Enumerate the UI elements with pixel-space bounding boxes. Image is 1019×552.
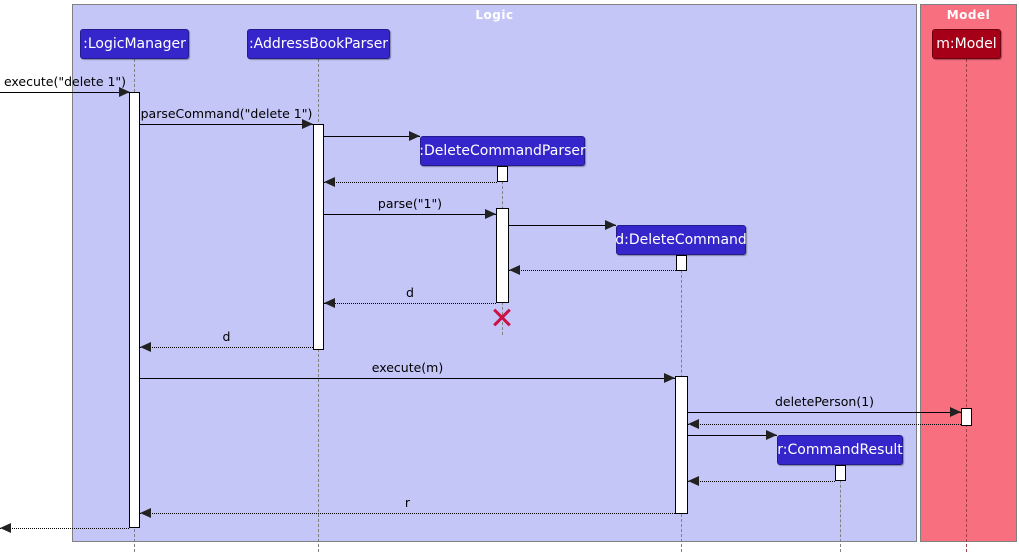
message-arrowhead-m5 xyxy=(485,209,496,219)
participant-deletecommandparser[interactable]: :DeleteCommandParser xyxy=(419,136,586,166)
message-arrowhead-m14 xyxy=(688,476,699,486)
message-line-m3 xyxy=(324,136,420,137)
message-line-m2 xyxy=(140,124,313,125)
message-line-m6 xyxy=(509,225,616,226)
message-arrowhead-m1 xyxy=(119,87,130,97)
message-label-m10: execute(m) xyxy=(371,360,444,375)
message-label-m2: parseCommand("delete 1") xyxy=(140,106,313,121)
message-label-m9: d xyxy=(222,329,231,344)
participant-commandresult[interactable]: r:CommandResult xyxy=(777,435,903,465)
message-arrowhead-m12 xyxy=(688,419,699,429)
message-line-m8 xyxy=(324,303,496,304)
message-label-m8: d xyxy=(406,285,414,300)
message-arrowhead-m8 xyxy=(324,298,335,308)
lifeline-model xyxy=(966,59,967,552)
destroy-deletecommandparser-icon xyxy=(491,306,513,328)
message-label-m15: r xyxy=(404,495,411,510)
participant-label-model: m:Model xyxy=(936,36,997,52)
message-label-m11: deletePerson(1) xyxy=(774,394,875,409)
act-deletecommandparser-parse xyxy=(496,208,509,303)
participant-label-deletecommand: d:DeleteCommand xyxy=(615,232,747,248)
message-line-m16 xyxy=(0,528,129,529)
message-line-m5 xyxy=(324,214,496,215)
message-line-m11 xyxy=(688,412,961,413)
message-label-m5: parse("1") xyxy=(377,196,443,211)
message-line-m12 xyxy=(688,424,961,425)
message-arrowhead-m10 xyxy=(664,373,675,383)
act-model-deleteperson xyxy=(961,408,972,426)
message-arrowhead-m11 xyxy=(950,407,961,417)
participant-label-commandresult: r:CommandResult xyxy=(777,442,903,458)
panel-logic: Logic xyxy=(72,4,917,542)
act-deletecommandparser-create xyxy=(497,166,508,182)
message-line-m9 xyxy=(140,347,313,348)
message-arrowhead-m16 xyxy=(0,523,11,533)
act-addressbookparser xyxy=(313,124,324,350)
message-arrowhead-m15 xyxy=(140,508,151,518)
message-arrowhead-m7 xyxy=(509,265,520,275)
message-line-m13 xyxy=(688,435,777,436)
panel-title-model: Model xyxy=(946,8,991,22)
participant-logicmanager[interactable]: :LogicManager xyxy=(80,29,189,59)
participant-addressbookparser[interactable]: :AddressBookParser xyxy=(247,29,390,59)
message-arrowhead-m4 xyxy=(324,177,335,187)
message-arrowhead-m6 xyxy=(605,220,616,230)
message-line-m14 xyxy=(688,481,835,482)
participant-deletecommand[interactable]: d:DeleteCommand xyxy=(615,225,747,255)
message-arrowhead-m9 xyxy=(140,342,151,352)
message-arrowhead-m3 xyxy=(409,131,420,141)
panel-title-logic: Logic xyxy=(475,8,514,22)
message-line-m10 xyxy=(140,378,675,379)
message-line-m1 xyxy=(0,92,130,93)
participant-label-logicmanager: :LogicManager xyxy=(83,36,186,52)
panel-model: Model xyxy=(920,4,1017,542)
participant-model[interactable]: m:Model xyxy=(932,29,1001,59)
message-line-m7 xyxy=(509,270,676,271)
act-deletecommand-create xyxy=(676,255,687,271)
message-label-m1: execute("delete 1") xyxy=(3,74,127,89)
message-arrowhead-m2 xyxy=(302,119,313,129)
message-arrowhead-m13 xyxy=(766,430,777,440)
message-line-m4 xyxy=(324,182,497,183)
act-deletecommand-execute xyxy=(675,376,688,514)
lifeline-commandresult xyxy=(840,465,841,552)
participant-label-deletecommandparser: :DeleteCommandParser xyxy=(419,143,586,159)
act-logicmanager xyxy=(129,92,140,528)
participant-label-addressbookparser: :AddressBookParser xyxy=(248,36,389,52)
message-line-m15 xyxy=(140,513,675,514)
act-commandresult-create xyxy=(835,465,846,481)
